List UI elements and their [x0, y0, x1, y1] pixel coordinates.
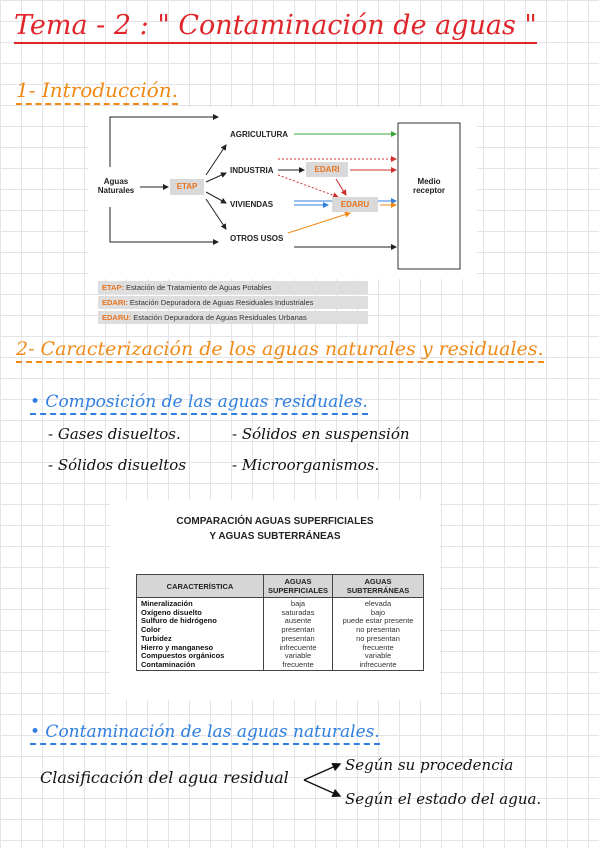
contaminacion-heading: • Contaminación de las aguas naturales.	[30, 722, 380, 745]
table-cell: variable	[262, 652, 334, 661]
table-cell: presentan	[262, 625, 334, 635]
col-header: AGUAS SUBTERRÁNEAS	[332, 574, 425, 598]
use-industria: INDUSTRIA	[230, 166, 274, 175]
table-cell: infrecuente	[262, 643, 334, 653]
use-viviendas: VIVIENDAS	[230, 200, 274, 209]
list-item: - Gases disueltos.	[48, 425, 181, 443]
table-cell: saturadas	[262, 608, 334, 618]
diagram-arrows	[109, 114, 461, 270]
table-cell: elevada	[332, 597, 425, 609]
list-item: - Sólidos disueltos	[48, 456, 187, 474]
table-cell: frecuente	[332, 643, 425, 653]
composicion-heading: • Composición de las aguas residuales.	[30, 392, 368, 415]
table-cell: ausente	[262, 617, 334, 627]
legend-edari: EDARI: Estación Depuradora de Aguas Resi…	[98, 296, 368, 309]
branch-estado: Según el estado del agua.	[345, 790, 542, 808]
comparison-table-card: COMPARACIÓN AGUAS SUPERFICIALES Y AGUAS …	[110, 500, 440, 700]
col-header: AGUAS SUPERFICIALES	[262, 574, 334, 598]
branch-procedencia: Según su procedencia	[345, 756, 514, 774]
list-item: - Sólidos en suspensión	[232, 425, 410, 443]
table-cell: bajo	[332, 608, 425, 618]
table-cell: frecuente	[262, 660, 334, 671]
table-cell: baja	[262, 597, 334, 609]
clasificacion-label: Clasificación del agua residual	[40, 768, 289, 787]
page-title: Tema - 2 : " Contaminación de aguas "	[14, 10, 537, 44]
table-cell: infrecuente	[332, 660, 425, 671]
table-cell: presentan	[262, 634, 334, 644]
branch-arrows	[303, 762, 342, 798]
comparison-table: CARACTERÍSTICA AGUAS SUPERFICIALES AGUAS…	[136, 574, 425, 671]
use-agricultura: AGRICULTURA	[230, 130, 289, 139]
col-header: CARACTERÍSTICA	[136, 574, 264, 598]
table-title: COMPARACIÓN AGUAS SUPERFICIALES Y AGUAS …	[176, 516, 374, 542]
section-caracterizacion-heading: 2- Caracterización de los aguas naturale…	[16, 338, 544, 363]
table-cell: no presentan	[332, 625, 425, 635]
edari-box: EDARI	[306, 162, 348, 177]
legend-etap: ETAP: Estación de Tratamiento de Aguas P…	[98, 281, 368, 294]
diagram-legend: ETAP: Estación de Tratamiento de Aguas P…	[98, 281, 368, 326]
table-cell: variable	[332, 652, 425, 661]
list-item: - Microorganismos.	[232, 456, 380, 474]
section-introduccion-heading: 1- Introducción.	[16, 78, 179, 105]
use-otros-usos: OTROS USOS	[230, 234, 284, 243]
legend-edaru: EDARU: Estación Depuradora de Aguas Resi…	[98, 311, 368, 324]
table-cell: Contaminación	[136, 660, 264, 671]
etap-box: ETAP	[170, 179, 204, 195]
edaru-box: EDARU	[332, 197, 378, 212]
table-cell: no presentan	[332, 634, 425, 644]
table-cell: puede estar presente	[332, 617, 425, 627]
